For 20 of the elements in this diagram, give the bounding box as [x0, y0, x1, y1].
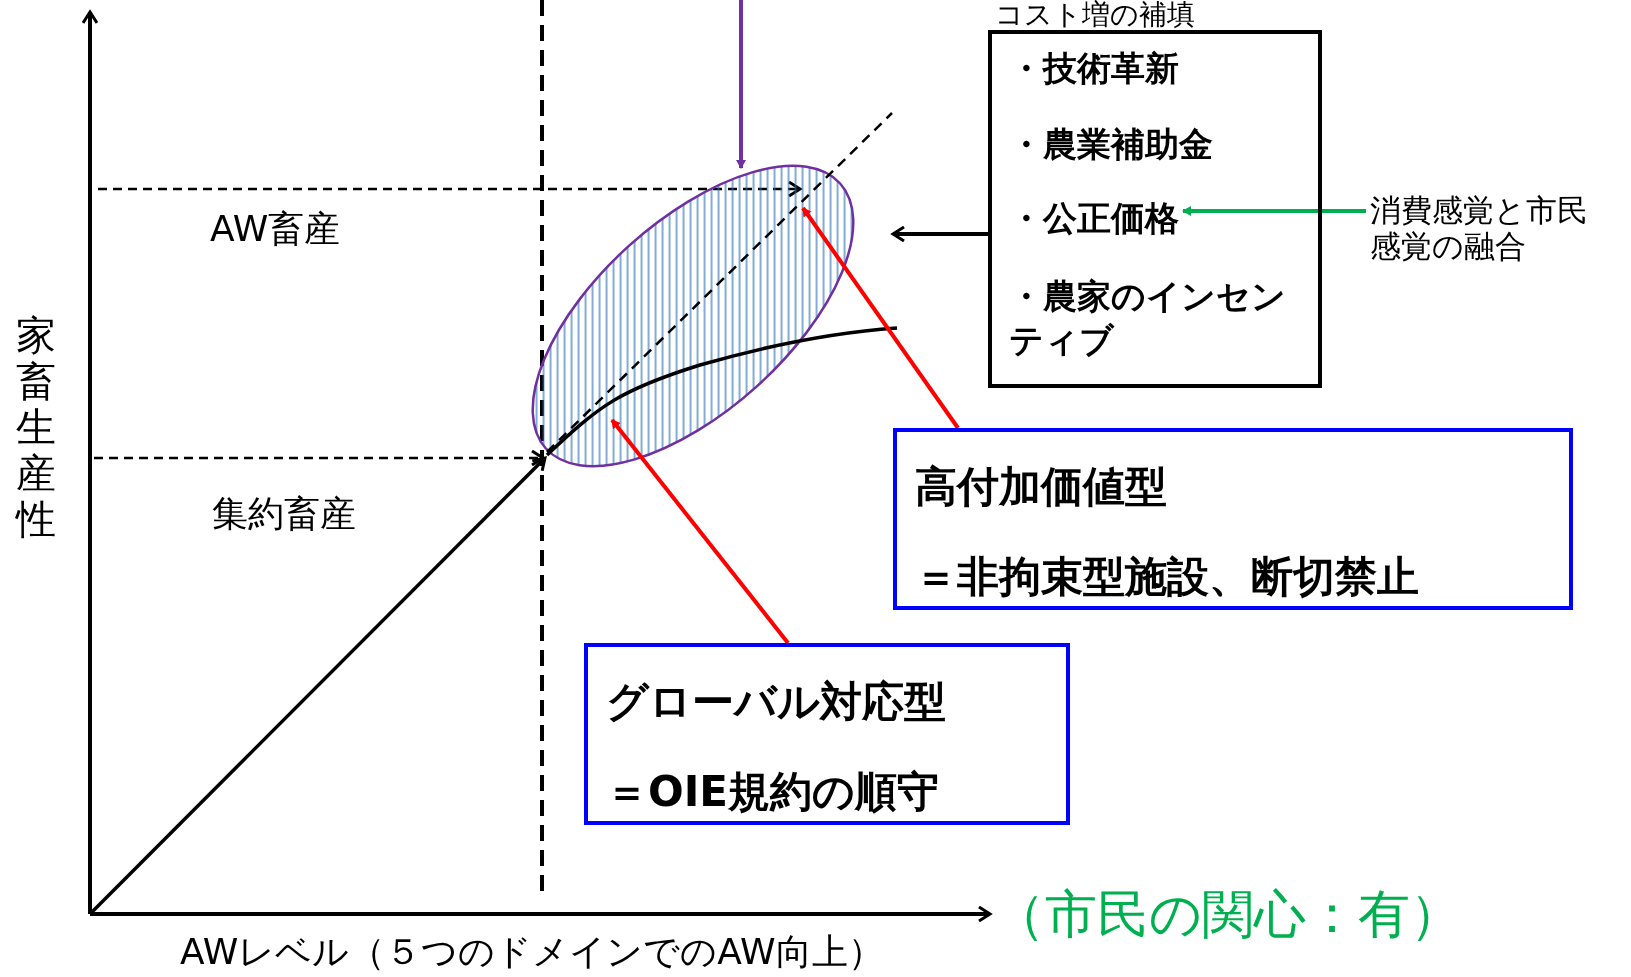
- axis-label: 家畜生産性: [14, 312, 57, 542]
- note-text: 消費感覚と市民感覚の融合: [1370, 192, 1615, 264]
- list-item: ・公正価格: [1009, 196, 1179, 240]
- list-box: [988, 30, 1322, 388]
- callout-box: グローバル対応型 ＝OIE規約の順守: [584, 643, 1070, 825]
- list-item: ・技術革新: [1009, 46, 1179, 90]
- list-item: ・農業補助金: [1009, 122, 1213, 166]
- arrow: [610, 418, 790, 645]
- region-label: AW畜産: [210, 207, 341, 251]
- axis-note: （市民の関心：有）: [993, 883, 1462, 946]
- arrow: [1182, 206, 1366, 216]
- callout-box: 高付加価値型 ＝非拘束型施設、断切禁止: [893, 428, 1573, 610]
- arrow: [891, 225, 988, 243]
- hatched-ellipse: [531, 164, 855, 468]
- arrow: [801, 206, 960, 430]
- list-item: ・農家のインセンティブ: [1009, 274, 1289, 362]
- axis-label: AWレベル（５つのドメインでのAW向上）: [180, 930, 884, 974]
- region-label: 集約畜産: [212, 492, 356, 536]
- arrow: [736, 0, 746, 169]
- box-heading: コスト増の補填: [995, 0, 1195, 30]
